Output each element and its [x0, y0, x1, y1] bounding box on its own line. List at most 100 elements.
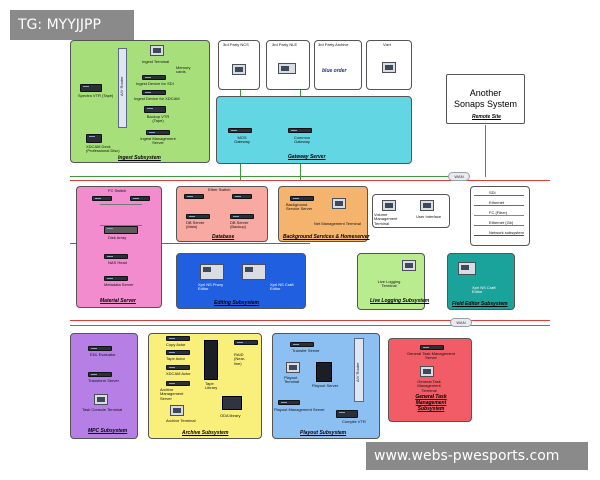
net-mgmt-terminal-icon	[332, 198, 346, 209]
legend-row: FC (Fiber)	[474, 210, 526, 220]
background-title: Background Services & Homeserver	[283, 234, 370, 240]
backup-vtr-label: Backup VTR (Tape)	[146, 114, 170, 124]
archive-terminal-label: Archive Terminal	[166, 418, 196, 423]
ingest-xdcam-server	[142, 90, 166, 95]
wan-top-cloud: WAN	[448, 172, 470, 181]
playout-mgmt-server	[278, 400, 300, 405]
material-server	[76, 186, 162, 308]
db-server-main	[186, 214, 210, 219]
legend-label: SDI	[488, 190, 497, 195]
fc-switch-right	[130, 196, 150, 201]
ethernet-trunk-top	[70, 180, 550, 181]
blue-order-logo: blue order	[322, 68, 347, 74]
remote-link	[485, 125, 486, 177]
edl-evaluator-server	[88, 346, 112, 351]
user-interface-icon	[420, 200, 434, 211]
tape-library-label: Tape Library	[205, 381, 218, 391]
volume-terminal-icon	[382, 200, 396, 211]
ethernet-trunk-mid	[70, 320, 550, 321]
watermark-top: TG: MYYJJPP	[10, 10, 134, 40]
database-title: Database	[212, 234, 235, 240]
raid-server	[234, 340, 258, 345]
tape-library-tower	[204, 340, 218, 380]
ether-switch-right	[232, 194, 252, 199]
proxy-editor-icon	[200, 264, 224, 280]
metadata-label: Metadata Server	[104, 282, 134, 287]
copy-actor-label: Copy Actor	[166, 342, 186, 347]
volume-terminal-label: Volume Management Terminal	[374, 212, 398, 226]
legend	[470, 186, 530, 246]
legend-swatch	[474, 225, 524, 226]
legend-swatch	[474, 215, 524, 216]
legend-swatch	[474, 195, 524, 196]
live-logging-title: Live Logging Subsystem	[370, 298, 430, 304]
common-gateway-label: Common Gateway	[293, 135, 311, 145]
field-editor-icon	[458, 262, 476, 275]
ingest-terminal-icon	[150, 45, 164, 56]
mpc-title: MPC Subsystem	[88, 428, 128, 434]
net-mgmt-label: Net Management Terminal	[314, 221, 361, 226]
metadata-server	[104, 276, 128, 281]
ingest-sdi-server	[142, 75, 166, 80]
playout-router	[354, 338, 364, 402]
background-services	[278, 186, 368, 242]
material-title: Material Server	[100, 298, 136, 304]
editing-subsystem	[176, 253, 306, 309]
ingest-sdi-label: Ingest Device for SDI	[136, 81, 174, 86]
gateway-title: Gateway Server	[288, 154, 326, 160]
nle-label: 3rd Party NLE	[272, 42, 298, 47]
ingest-terminal-label: Ingest Terminal	[142, 59, 170, 64]
archive-mgmt-server	[166, 381, 190, 386]
archive-party-label: 3rd Party Archive	[318, 42, 349, 47]
mos-gateway-label: MOS Gateway	[234, 135, 250, 145]
nas-head-label: NAS Head	[108, 260, 127, 265]
playout-terminal-icon	[286, 362, 300, 373]
fc-switch-left	[92, 196, 112, 201]
db-server-backup	[230, 214, 254, 219]
edl-evaluator-label: EDL Evaluator	[90, 352, 116, 357]
fc-cross	[100, 204, 142, 226]
playout-terminal-label: Playout Terminal	[284, 375, 300, 385]
xdcam-actor-server	[166, 365, 190, 370]
field-editor-label: Xpri NS Craft Editor	[472, 285, 496, 295]
xdcam-deck	[86, 134, 102, 143]
vtr-label: Spectra VTR (Tape)	[78, 93, 114, 98]
common-gateway-server	[288, 128, 312, 133]
general-task-server-label: General Task Management Server	[407, 351, 455, 361]
disk-array-label: Disk Array	[108, 235, 127, 240]
legend-label: Ethernet	[488, 200, 506, 205]
live-logging-terminal-label: Live Logging Terminal	[377, 279, 401, 289]
live-logging-terminal-icon	[402, 260, 416, 271]
memory-label: Memory cards	[176, 65, 191, 75]
fc-switch-label: FC Switch	[108, 188, 127, 193]
tape-actor-server	[166, 350, 190, 355]
vizrt-label: Vizrt	[383, 42, 391, 47]
remote-line2: Sonaps System	[453, 99, 518, 109]
transform-server	[88, 372, 112, 377]
general-task-subsystem	[388, 338, 472, 422]
raid-label: RAID (Near-line)	[234, 352, 246, 366]
legend-label: Ethernet (Gb)	[488, 220, 515, 225]
xdcam-deck-label: XDCAM Deck (Professional Disc)	[86, 144, 120, 154]
general-task-terminal-icon	[420, 366, 434, 377]
playout-mgmt-label: Playout Management Server	[274, 407, 325, 412]
ncs-label: 3rd Party NCS	[223, 42, 249, 47]
oda-library-device	[222, 396, 242, 410]
general-task-terminal-label: General Task Management Terminal	[417, 379, 441, 393]
ether-switch-left	[184, 194, 204, 199]
playout-ext-label: Playout Server	[312, 383, 339, 388]
ingest-router	[118, 48, 127, 128]
legend-row: Ethernet (Gb)	[474, 220, 526, 230]
remote-line1: Another	[469, 88, 502, 98]
transfer-server	[290, 342, 314, 347]
wan-bottom-cloud: WAN	[450, 318, 472, 327]
task-console-label: Task Console Terminal	[82, 407, 123, 412]
xdcam-actor-label: XDCAM Actor	[166, 371, 191, 376]
remote-label: Remote Site	[472, 114, 501, 120]
sdi-link	[70, 243, 310, 244]
third-party-archive	[314, 40, 362, 90]
user-interface-label: User Interface	[416, 214, 442, 219]
compile-vtr-device	[336, 410, 358, 418]
tape-actor-label: Tape Actor	[166, 356, 185, 361]
oda-library-label: ODA library	[220, 413, 241, 418]
